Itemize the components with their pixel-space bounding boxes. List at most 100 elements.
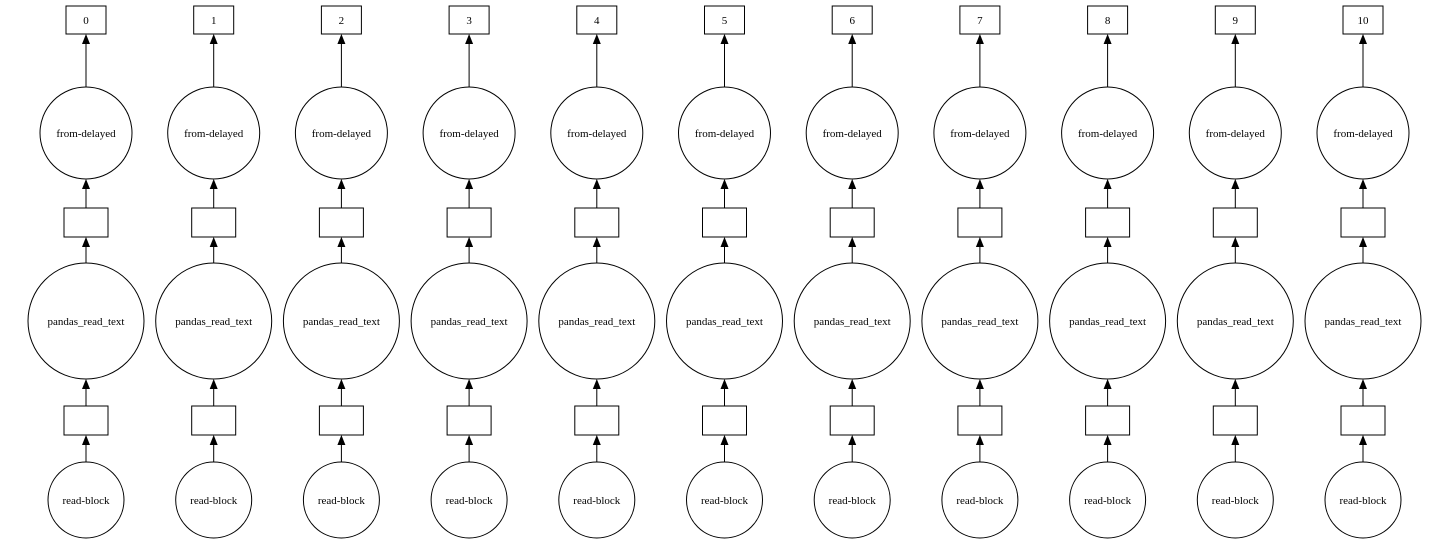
output-node[interactable] <box>193 5 235 35</box>
arrowhead-icon <box>1359 435 1367 445</box>
data-node[interactable] <box>1212 207 1258 238</box>
read-block-node[interactable] <box>175 461 253 539</box>
task-label: from-delayed <box>439 128 499 140</box>
task-label: from-delayed <box>695 128 755 140</box>
arrowhead-icon <box>1359 237 1367 247</box>
task-label: read-block <box>956 495 1004 507</box>
read-block-node[interactable] <box>1196 461 1274 539</box>
data-node[interactable] <box>1212 405 1258 436</box>
arrowhead-icon <box>465 237 474 247</box>
arrowhead-icon <box>1231 34 1240 44</box>
data-node[interactable] <box>1085 405 1131 436</box>
data-node[interactable] <box>829 405 875 436</box>
output-node[interactable] <box>704 5 745 35</box>
arrowhead-icon <box>465 379 474 389</box>
data-node[interactable] <box>318 405 364 436</box>
output-label: 0 <box>83 15 89 27</box>
data-node[interactable] <box>446 405 492 436</box>
output-node[interactable] <box>1087 5 1129 35</box>
data-node[interactable] <box>1340 207 1386 238</box>
data-node[interactable] <box>957 207 1003 238</box>
arrowhead-icon <box>1359 34 1367 44</box>
arrowhead-icon <box>337 34 346 44</box>
arrowhead-icon <box>337 435 346 445</box>
arrowhead-icon <box>337 179 346 189</box>
data-node[interactable] <box>63 207 109 238</box>
arrowhead-icon <box>337 237 346 247</box>
read-block-node[interactable] <box>302 461 380 539</box>
data-node[interactable] <box>1340 405 1386 436</box>
arrowhead-icon <box>82 379 90 389</box>
arrowhead-icon <box>848 379 857 389</box>
data-node[interactable] <box>191 207 237 238</box>
data-node[interactable] <box>702 207 747 238</box>
arrowhead-icon <box>975 379 984 389</box>
arrowhead-icon <box>337 379 346 389</box>
arrowhead-icon <box>209 34 218 44</box>
output-node[interactable] <box>65 5 107 35</box>
task-label: pandas_read_text <box>686 316 763 328</box>
task-label: from-delayed <box>56 128 116 140</box>
data-node[interactable] <box>446 207 492 238</box>
arrowhead-icon <box>848 179 857 189</box>
data-node[interactable] <box>829 207 875 238</box>
data-node[interactable] <box>702 405 747 436</box>
data-node[interactable] <box>318 207 364 238</box>
data-node[interactable] <box>957 405 1003 436</box>
output-label: 3 <box>466 15 472 27</box>
output-label: 8 <box>1105 15 1111 27</box>
output-label: 2 <box>339 15 345 27</box>
output-label: 6 <box>849 15 855 27</box>
arrowhead-icon <box>592 34 601 44</box>
output-node[interactable] <box>576 5 618 35</box>
read-block-node[interactable] <box>558 461 636 539</box>
arrowhead-icon <box>975 435 984 445</box>
arrowhead-icon <box>1103 379 1112 389</box>
arrowhead-icon <box>1103 34 1112 44</box>
data-node[interactable] <box>191 405 237 436</box>
task-label: from-delayed <box>1206 128 1266 140</box>
task-label: pandas_read_text <box>941 316 1018 328</box>
output-node[interactable] <box>831 5 873 35</box>
arrowhead-icon <box>720 179 729 189</box>
output-label: 4 <box>594 15 600 27</box>
task-label: pandas_read_text <box>814 316 891 328</box>
data-node[interactable] <box>63 405 109 436</box>
read-block-node[interactable] <box>47 461 125 539</box>
arrowhead-icon <box>720 435 729 445</box>
output-label: 7 <box>977 15 983 27</box>
read-block-node[interactable] <box>813 461 891 539</box>
task-label: pandas_read_text <box>48 316 125 328</box>
read-block-node[interactable] <box>941 461 1019 539</box>
task-label: pandas_read_text <box>431 316 508 328</box>
arrowhead-icon <box>848 34 857 44</box>
arrowhead-icon <box>209 379 218 389</box>
read-block-node[interactable] <box>1069 461 1147 539</box>
output-node[interactable] <box>448 5 490 35</box>
read-block-node[interactable] <box>686 461 763 539</box>
arrowhead-icon <box>1231 237 1240 247</box>
task-label: read-block <box>1084 495 1132 507</box>
data-node[interactable] <box>1085 207 1131 238</box>
arrowhead-icon <box>1103 237 1112 247</box>
data-node[interactable] <box>574 405 620 436</box>
task-label: pandas_read_text <box>175 316 252 328</box>
task-label: from-delayed <box>567 128 627 140</box>
task-label: read-block <box>1339 495 1387 507</box>
read-block-node[interactable] <box>430 461 508 539</box>
arrowhead-icon <box>720 34 729 44</box>
arrowhead-icon <box>975 34 984 44</box>
output-label: 1 <box>211 15 217 27</box>
read-block-node[interactable] <box>1324 461 1402 539</box>
task-label: read-block <box>701 495 749 507</box>
arrowhead-icon <box>1359 379 1367 389</box>
task-label: from-delayed <box>184 128 244 140</box>
data-node[interactable] <box>574 207 620 238</box>
task-label: from-delayed <box>823 128 883 140</box>
arrowhead-icon <box>82 237 90 247</box>
